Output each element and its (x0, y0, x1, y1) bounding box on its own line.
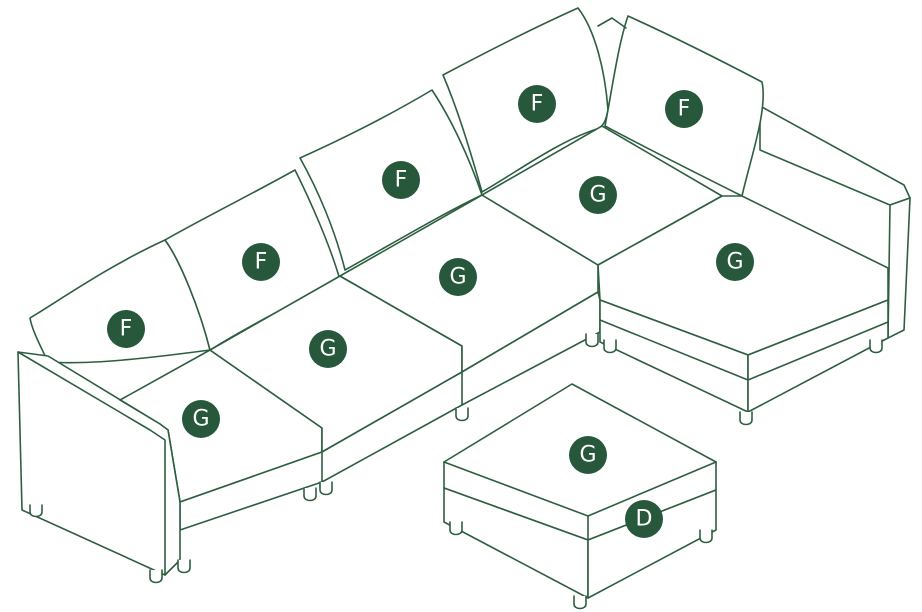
badge-seat-1: G (182, 400, 220, 438)
badge-seat-2: G (309, 330, 347, 368)
ottoman (444, 384, 716, 609)
badge-ottoman-base: D (625, 500, 663, 538)
badge-back-5: F (665, 90, 703, 128)
badge-back-1: F (107, 310, 145, 348)
badge-label: F (255, 250, 268, 275)
badge-label: F (678, 97, 691, 122)
badge-ottoman-seat: G (569, 436, 607, 474)
badge-label: G (589, 183, 606, 208)
badge-label: G (579, 443, 596, 468)
badge-seat-5: G (716, 243, 754, 281)
badge-back-2: F (242, 243, 280, 281)
badge-seat-4: G (579, 176, 617, 214)
badge-label: D (636, 507, 653, 532)
badge-back-4: F (518, 85, 556, 123)
badge-label: F (531, 92, 544, 117)
badge-label: G (726, 250, 743, 275)
badge-label: F (395, 168, 408, 193)
badge-seat-3: G (439, 258, 477, 296)
badge-label: G (319, 337, 336, 362)
badge-label: G (449, 265, 466, 290)
badge-label: F (120, 317, 133, 342)
badge-back-3: F (382, 161, 420, 199)
badge-label: G (192, 407, 209, 432)
